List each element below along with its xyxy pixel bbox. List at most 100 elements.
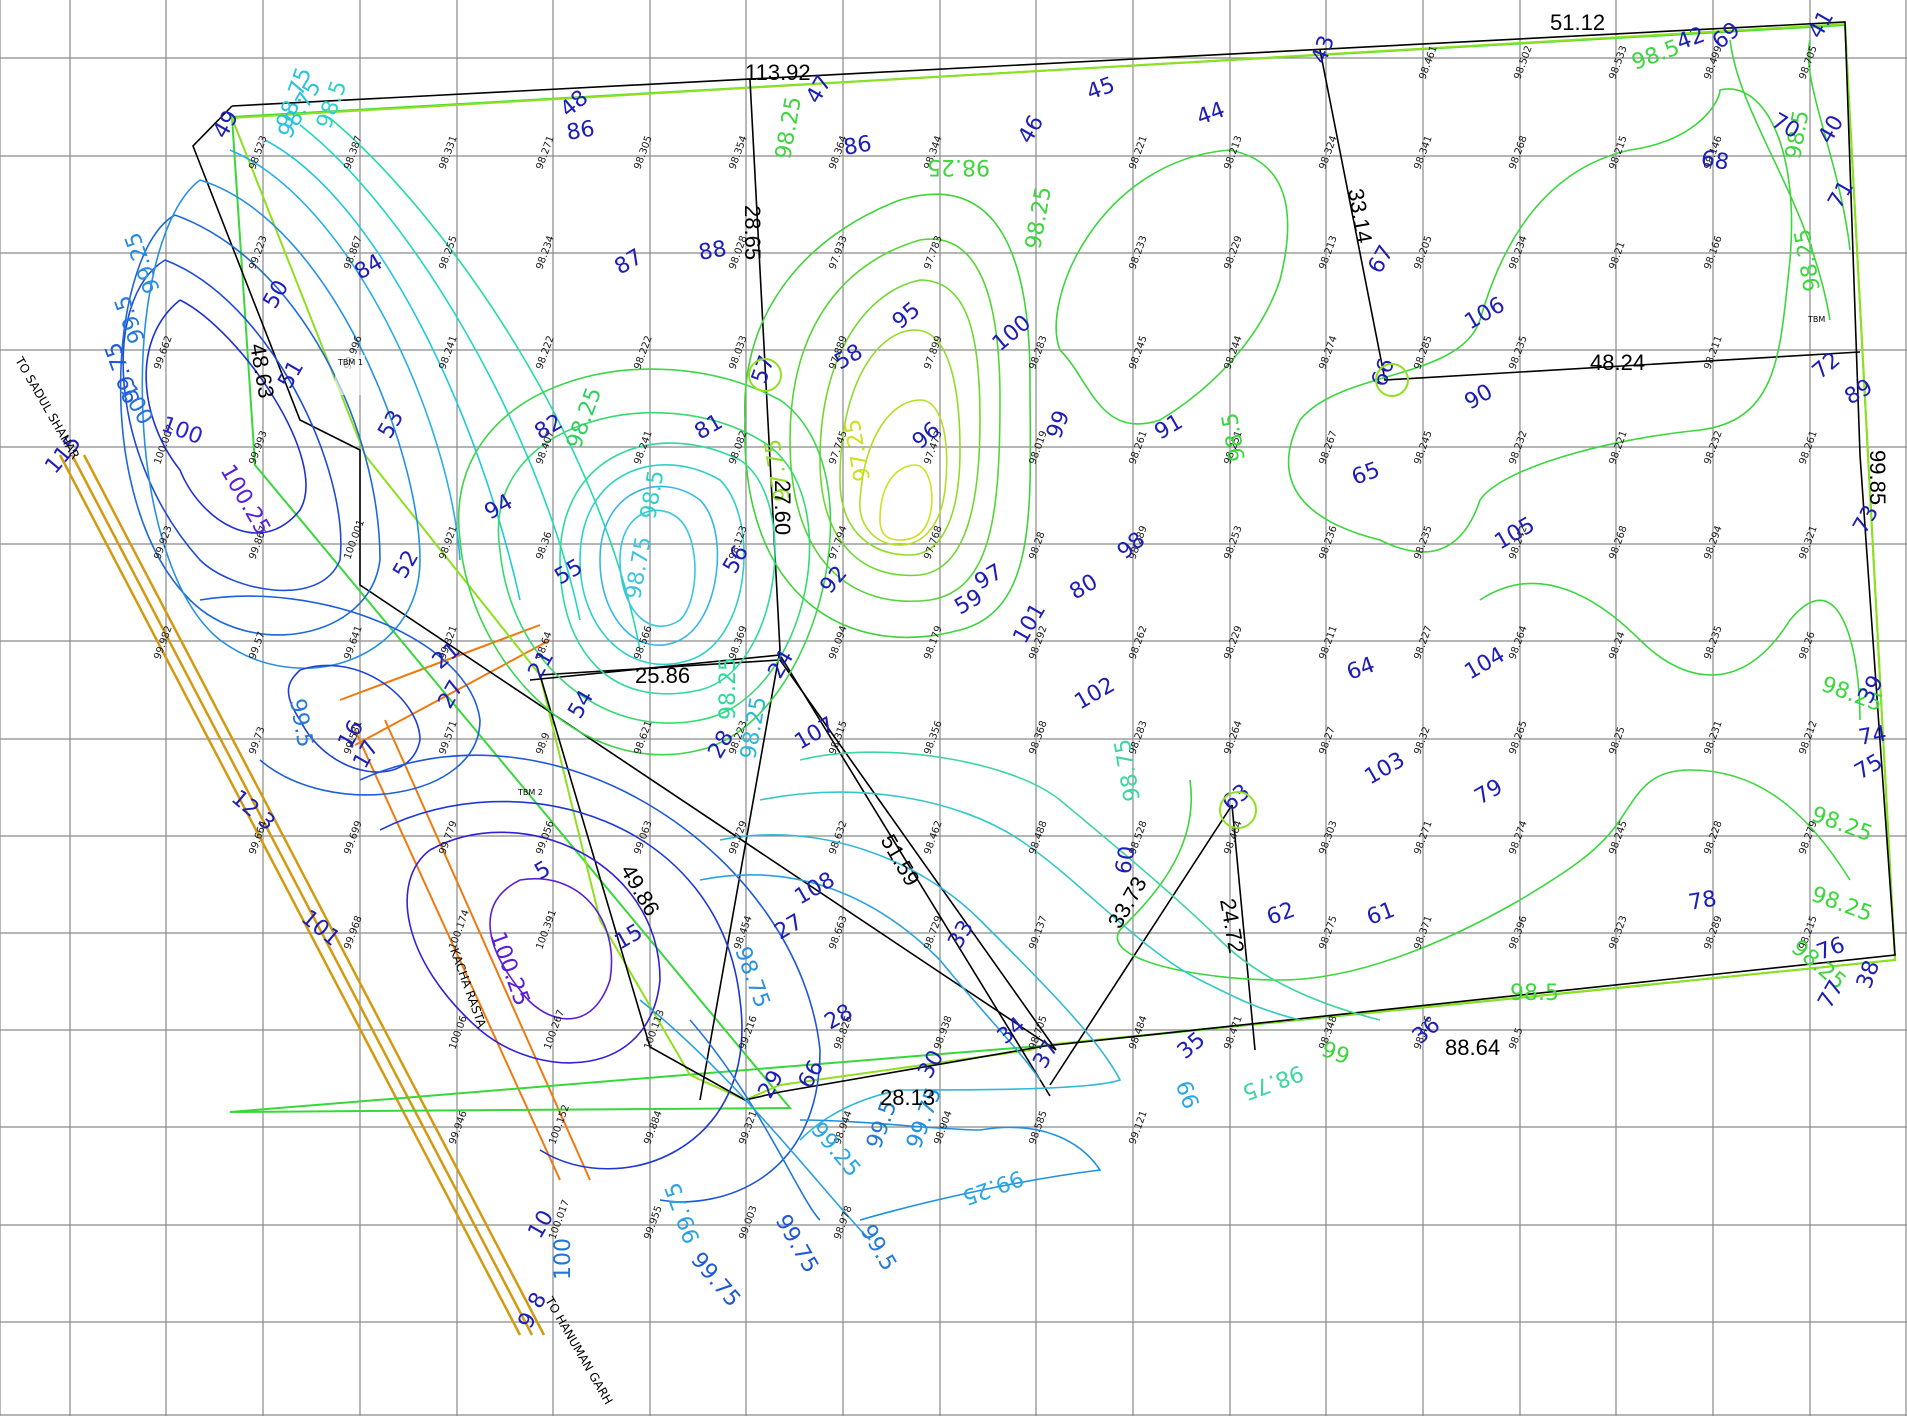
svg-text:98.261: 98.261 [1797,429,1819,466]
svg-text:98.25: 98.25 [716,657,741,720]
svg-text:104: 104 [1461,643,1510,686]
svg-text:15: 15 [611,920,648,956]
svg-text:98.229: 98.229 [1222,624,1244,661]
contours-pond-57 [457,368,832,756]
svg-text:60: 60 [1111,844,1140,876]
svg-text:62: 62 [1264,898,1299,931]
dist-vertical-top: 28.65 [740,205,765,260]
svg-text:98.271: 98.271 [1412,819,1434,856]
svg-text:98.264: 98.264 [1222,719,1244,756]
svg-text:98.75: 98.75 [621,535,657,601]
tbm1-box [335,355,365,395]
svg-text:108: 108 [791,868,840,911]
svg-text:43: 43 [1307,32,1340,67]
svg-text:27: 27 [771,910,808,946]
svg-text:98.245: 98.245 [1412,429,1434,466]
svg-text:98.274: 98.274 [1317,334,1339,371]
svg-text:30: 30 [914,1046,950,1083]
svg-text:98.235: 98.235 [1412,524,1434,561]
svg-text:98.523: 98.523 [247,134,269,171]
svg-text:99.75: 99.75 [661,1179,706,1247]
svg-text:98.261: 98.261 [1127,429,1149,466]
svg-text:41: 41 [1804,6,1840,43]
svg-text:57: 57 [747,352,780,387]
contours-west [119,117,871,1241]
svg-text:56: 56 [719,541,755,578]
benchmarks: TBM 1 TBM 2 TBM [335,315,1825,829]
dist-bottom-mid: 28.13 [880,1085,935,1110]
svg-text:106: 106 [1461,293,1510,336]
svg-text:98.222: 98.222 [632,334,654,371]
tbm2-label: TBM 2 [517,788,543,797]
dist-short-left: 25.86 [635,663,690,688]
svg-text:95: 95 [888,297,926,334]
dist-pond-vertical: 24.72 [1215,897,1249,956]
dist-right: 99.85 [1865,450,1890,505]
svg-text:100.391: 100.391 [534,908,558,951]
svg-text:98.245: 98.245 [1607,819,1629,856]
svg-text:99.57: 99.57 [247,630,267,661]
svg-text:98.264: 98.264 [1507,624,1529,661]
svg-text:98.244: 98.244 [1222,334,1244,371]
svg-text:86: 86 [565,116,597,145]
svg-text:98.471: 98.471 [1222,1014,1244,1051]
svg-text:98.26: 98.26 [1797,630,1817,661]
svg-text:98.235: 98.235 [1702,624,1724,661]
svg-text:61: 61 [1364,898,1399,931]
dist-diag-left: 49.86 [616,860,665,920]
station-numbers: 49 48 86 45 44 43 42 69 41 70 40 71 68 1… [40,6,1889,1333]
contours-east [1055,39,1861,981]
svg-text:98.25: 98.25 [927,154,990,179]
svg-text:98.211: 98.211 [1702,334,1724,371]
svg-text:98.231: 98.231 [1702,719,1724,756]
svg-text:80: 80 [1066,570,1103,606]
inner-green-boundary [231,22,1897,1102]
svg-text:81: 81 [691,410,728,446]
svg-text:98.621: 98.621 [632,719,654,756]
svg-text:99.75: 99.75 [770,1211,823,1278]
svg-text:98.488: 98.488 [1027,819,1049,856]
dist-inner-right: 33.14 [1343,187,1377,246]
svg-text:98.705: 98.705 [1797,44,1819,81]
svg-text:98.285: 98.285 [1412,334,1434,371]
svg-text:98.21: 98.21 [1607,240,1627,271]
svg-text:98.25: 98.25 [1808,802,1876,847]
svg-text:98.533: 98.533 [1607,44,1629,81]
svg-text:98.228: 98.228 [1702,819,1724,856]
dist-vertical-mid: 27.60 [770,480,795,535]
svg-text:54: 54 [564,686,600,723]
station-circle-57 [748,358,782,392]
svg-text:103: 103 [1361,748,1410,791]
svg-text:99.25: 99.25 [121,229,166,297]
svg-text:98.36: 98.36 [534,530,554,561]
traverse-inner-line-2 [1319,49,1861,381]
svg-text:98.32: 98.32 [1412,725,1432,756]
svg-text:91: 91 [1151,410,1188,446]
svg-text:101: 101 [296,905,344,951]
svg-text:99.25: 99.25 [959,1164,1027,1209]
svg-text:79: 79 [1471,775,1508,811]
svg-text:99.216: 99.216 [737,1014,759,1051]
svg-text:98.341: 98.341 [1412,134,1434,171]
svg-text:98.25: 98.25 [1607,725,1627,756]
svg-text:98.324: 98.324 [1317,134,1339,171]
svg-text:78: 78 [1687,886,1719,915]
svg-text:98.632: 98.632 [827,819,849,856]
svg-text:34: 34 [993,1012,1031,1049]
svg-text:99.121: 99.121 [1127,1109,1149,1146]
svg-text:99.73: 99.73 [247,725,267,756]
svg-text:98.585: 98.585 [1027,1109,1049,1146]
svg-text:66: 66 [1367,355,1400,390]
svg-text:100: 100 [551,1238,576,1280]
svg-text:98.268: 98.268 [1507,134,1529,171]
svg-text:86: 86 [842,131,874,160]
dist-inner-horizontal: 48.24 [1590,350,1645,375]
svg-text:98.179: 98.179 [922,624,944,661]
traverse-inner-line-4 [1049,804,1233,1086]
svg-text:46: 46 [1014,111,1050,148]
svg-text:99.884: 99.884 [642,1109,664,1146]
contours-south [699,751,1381,1221]
contours-mound [744,193,1032,639]
